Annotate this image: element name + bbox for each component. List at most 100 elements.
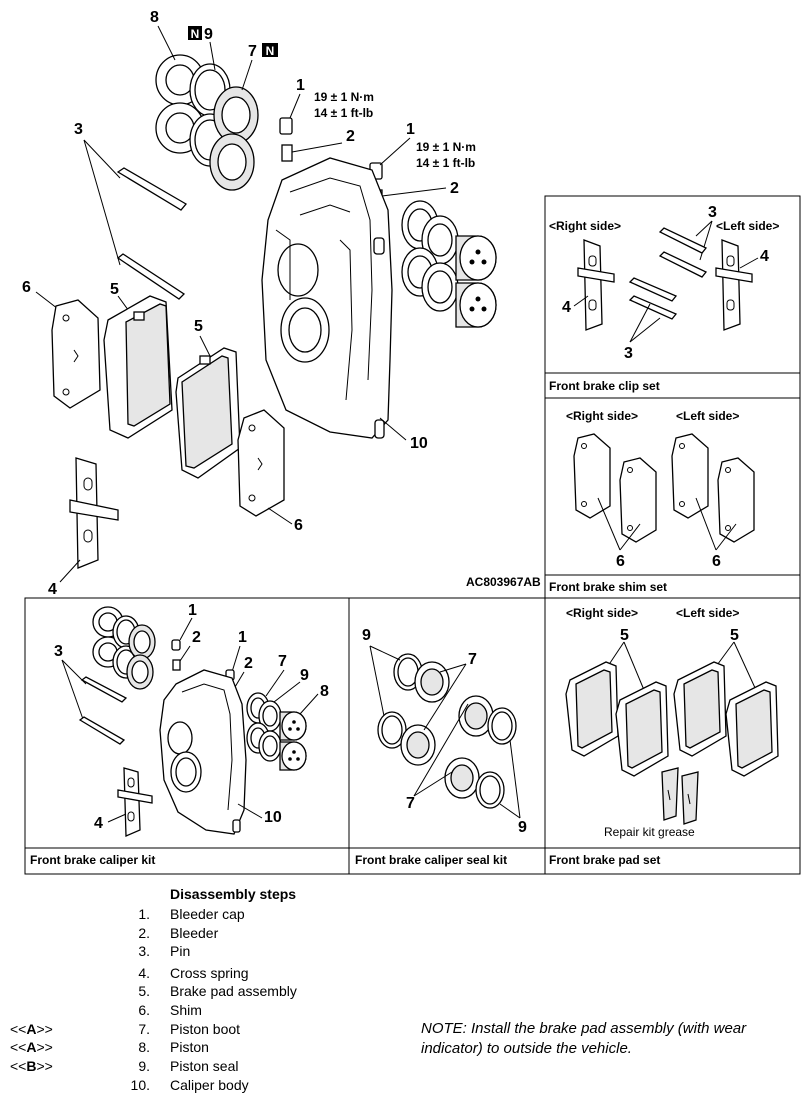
step-label: Bleeder cap bbox=[170, 906, 245, 922]
seal-callout-9-top: 9 bbox=[362, 627, 371, 644]
torque-right-line1: 19 ± 1 N·m bbox=[416, 140, 476, 154]
step-row: 2. Bleeder bbox=[0, 924, 400, 943]
callout-2-left: 2 bbox=[346, 128, 355, 145]
callout-2-right: 2 bbox=[450, 180, 459, 197]
shim-set-right-a bbox=[573, 433, 611, 519]
pin-lower-main bbox=[116, 253, 186, 300]
callout-9-main: 9 bbox=[204, 26, 213, 43]
clip-callout-4-left: 4 bbox=[760, 248, 769, 265]
clip-callout-4-right: 4 bbox=[562, 299, 571, 316]
step-label: Cross spring bbox=[170, 965, 249, 981]
shim-callout-6-left: 6 bbox=[712, 553, 721, 570]
step-number: 5. bbox=[138, 983, 150, 999]
clip-left-side-label: <Left side> bbox=[716, 219, 779, 233]
kit-cross-spring bbox=[117, 767, 153, 837]
kit-callout-2-left: 2 bbox=[192, 629, 201, 646]
svg-text:N: N bbox=[191, 27, 200, 41]
callout-7-main: 7 bbox=[248, 43, 257, 60]
steps-title: Disassembly steps bbox=[170, 886, 297, 902]
seal-kit-rings bbox=[377, 653, 517, 809]
kit-callout-1: 1 bbox=[188, 602, 197, 619]
step-label: Shim bbox=[170, 1002, 202, 1018]
callout-6-right: 6 bbox=[294, 517, 303, 534]
grease-label: Repair kit grease bbox=[604, 825, 695, 839]
pad-right-side-label: <Right side> bbox=[566, 606, 638, 620]
torque-left-line2: 14 ± 1 ft-lb bbox=[314, 106, 373, 120]
step-number: 8. bbox=[138, 1039, 150, 1055]
step-label: Piston seal bbox=[170, 1058, 239, 1074]
kit-callout-9: 9 bbox=[300, 667, 309, 684]
piston-group-upper bbox=[155, 54, 259, 191]
disassembly-steps: Disassembly steps 1. Bleeder cap 2. Bleeder… bbox=[0, 886, 808, 1096]
pin-upper-main bbox=[116, 167, 187, 211]
brake-pad-left-main bbox=[103, 295, 173, 439]
caliper-body-main bbox=[261, 157, 393, 439]
pad-set-label: Front brake pad set bbox=[549, 853, 660, 867]
clip-pins-lower bbox=[628, 277, 678, 320]
callout-5-right: 5 bbox=[194, 318, 203, 335]
caliper-kit-pistons-right bbox=[246, 692, 307, 771]
callout-8-main: 8 bbox=[150, 9, 159, 26]
step-number: 6. bbox=[138, 1002, 150, 1018]
kit-callout-10: 10 bbox=[264, 809, 282, 826]
kit-callout-8: 8 bbox=[320, 683, 329, 700]
shim-right-side-label: <Right side> bbox=[566, 409, 638, 423]
piston-group-right-main bbox=[401, 200, 497, 328]
callout-1-right: 1 bbox=[406, 121, 415, 138]
step-reference-tag: <<A>> bbox=[10, 1021, 53, 1037]
step-label: Piston bbox=[170, 1039, 209, 1055]
step-number: 10. bbox=[130, 1077, 150, 1093]
step-number: 2. bbox=[138, 925, 150, 941]
brake-pad-right-main bbox=[175, 347, 241, 479]
step-row: <<A>>7.Piston boot bbox=[0, 1020, 400, 1039]
shim-set-label: Front brake shim set bbox=[549, 580, 667, 594]
pad-set-right-a bbox=[565, 661, 619, 757]
step-row: <<B>> 9. Piston seal bbox=[0, 1057, 400, 1076]
callout-1-left: 1 bbox=[296, 77, 305, 94]
step-reference-tag: <<A>> bbox=[10, 1039, 53, 1055]
callout-10-main: 10 bbox=[410, 435, 428, 452]
grease-packet bbox=[661, 767, 699, 825]
step-row: 5. Brake pad assembly bbox=[0, 982, 400, 1001]
callout-6-left: 6 bbox=[22, 279, 31, 296]
step-reference-tag: <<B>> bbox=[10, 1058, 53, 1074]
kit-callout-4: 4 bbox=[94, 815, 103, 832]
clip-callout-3-top: 3 bbox=[708, 204, 717, 221]
shim-left-side-label: <Left side> bbox=[676, 409, 739, 423]
clip-pins-upper bbox=[658, 227, 708, 278]
kit-pin-upper bbox=[80, 676, 128, 703]
pad-set-right-b bbox=[615, 681, 669, 777]
bleeder-left bbox=[279, 117, 293, 162]
step-label: Brake pad assembly bbox=[170, 983, 297, 999]
shim-set-left-a bbox=[671, 433, 709, 519]
new-part-badge-7: N bbox=[262, 43, 278, 58]
kit-pin-lower bbox=[78, 716, 126, 745]
pad-left-side-label: <Left side> bbox=[676, 606, 739, 620]
step-row: 6. Shim bbox=[0, 1001, 400, 1020]
callout-5-left: 5 bbox=[110, 281, 119, 298]
step-number: 9. bbox=[138, 1058, 150, 1074]
step-number: 1. bbox=[138, 906, 150, 922]
callout-4-main: 4 bbox=[48, 581, 57, 598]
pad-callout-5-left: 5 bbox=[730, 627, 739, 644]
new-part-badge-9: N bbox=[188, 26, 202, 41]
shim-set-left-b bbox=[717, 457, 755, 543]
install-note: NOTE: Install the brake pad assembly (wi… bbox=[421, 1020, 747, 1057]
torque-left-line1: 19 ± 1 N·m bbox=[314, 90, 374, 104]
step-label: Piston boot bbox=[170, 1021, 241, 1037]
clip-callout-3-bottom: 3 bbox=[624, 345, 633, 362]
kit-callout-1-b: 1 bbox=[238, 629, 247, 646]
step-row: 1. Bleeder cap bbox=[0, 905, 400, 924]
pad-set-left-a bbox=[673, 661, 727, 757]
step-row: 4.Cross spring bbox=[0, 964, 400, 983]
shim-set-right-b bbox=[619, 457, 657, 543]
clip-set-label: Front brake clip set bbox=[549, 379, 660, 393]
kit-callout-2-right: 2 bbox=[244, 655, 253, 672]
step-label: Bleeder bbox=[170, 925, 219, 941]
seal-callout-7-top: 7 bbox=[468, 651, 477, 668]
clip-spring-right bbox=[577, 239, 615, 331]
shim-callout-6-right: 6 bbox=[616, 553, 625, 570]
figure-id: AC803967AB bbox=[466, 575, 541, 589]
clip-spring-left bbox=[715, 239, 753, 331]
